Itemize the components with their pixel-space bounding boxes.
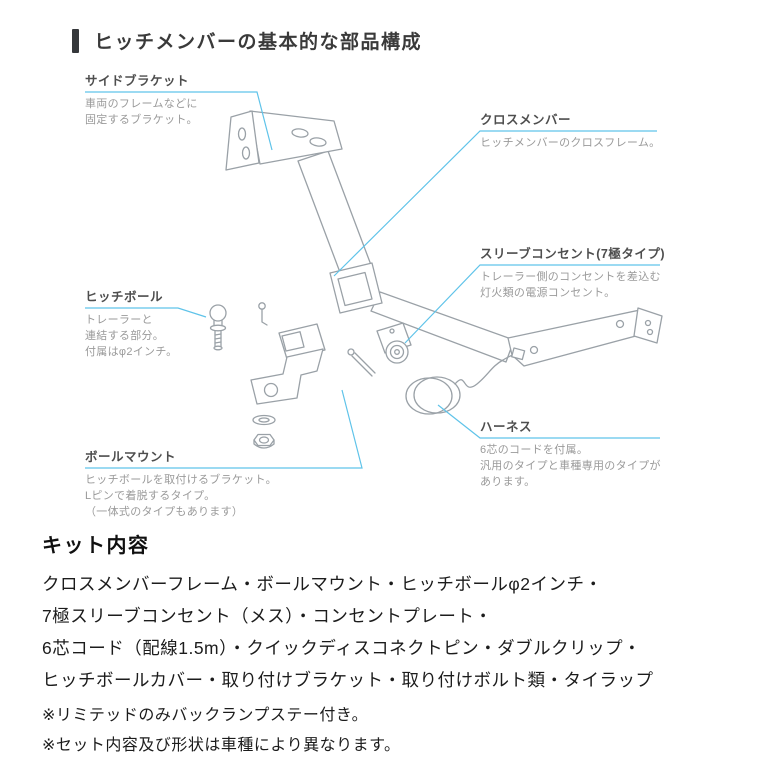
mount-bolt-part [347, 348, 376, 377]
label-cross-member: クロスメンバー ヒッチメンバーのクロスフレーム。 [480, 113, 700, 152]
label-harness-name: ハーネス [480, 420, 533, 434]
label-side-bracket-name: サイドブラケット [85, 74, 190, 88]
sleeve-outlet-part [376, 322, 412, 364]
label-hitch-ball-desc: トレーラーと [85, 314, 153, 326]
rear-bracket-part [507, 307, 663, 367]
label-ball-mount-name: ボールマウント [85, 450, 177, 464]
label-harness-desc: 汎用のタイプと車種専用のタイプが [480, 459, 661, 472]
footnotes: ※リミテッドのみバックランプステー付き。 ※セット内容及び形状は車種により異なり… [42, 701, 401, 760]
footnote: ※セット内容及び形状は車種により異なります。 [42, 736, 401, 754]
label-side-bracket: サイドブラケット 車両のフレームなどに 固定するブラケット。 [85, 74, 285, 129]
label-hitch-ball-desc: 連結する部分。 [85, 329, 165, 342]
label-cross-member-desc: ヒッチメンバーのクロスフレーム。 [480, 137, 661, 149]
label-ball-mount-desc: （一体式のタイプもあります） [85, 505, 244, 518]
title-accent-bar-icon [72, 28, 79, 53]
harness-part [405, 347, 526, 415]
label-sleeve-outlet-name: スリーブコンセント(7極タイプ) [480, 247, 666, 261]
nut-part [253, 433, 275, 449]
kit-contents-line: ヒッチボールカバー・取り付けブラケット・取り付けボルト類・タイラップ [42, 669, 654, 690]
label-hitch-ball-desc: 付属はφ2インチ。 [85, 345, 178, 358]
label-harness-desc: 6芯のコードを付属。 [480, 444, 589, 456]
quick-pin-part [258, 302, 268, 326]
label-sleeve-outlet-desc: トレーラー側のコンセントを差込む [480, 271, 661, 283]
page-title-row: ヒッチメンバーの基本的な部品構成 [72, 27, 422, 54]
kit-contents-section: キット内容 クロスメンバーフレーム・ボールマウント・ヒッチボールφ2インチ・ 7… [42, 529, 762, 696]
label-harness-desc: あります。 [480, 475, 536, 488]
label-ball-mount-desc: ヒッチボールを取付けるブラケット。 [85, 474, 277, 486]
label-sleeve-outlet: スリーブコンセント(7極タイプ) トレーラー側のコンセントを差込む 灯火類の電源… [480, 247, 700, 302]
kit-contents-line: 7極スリーブコンセント（メス）・コンセントプレート・ [42, 605, 493, 626]
label-side-bracket-desc: 車両のフレームなどに [85, 98, 198, 110]
label-ball-mount-desc: Lピンで着脱するタイプ。 [85, 489, 216, 502]
kit-contents-line: 6芯コード（配線1.5m）・クイックディスコネクトピン・ダブルクリップ・ [42, 637, 642, 658]
ball-mount-part [250, 323, 326, 405]
label-ball-mount: ボールマウント ヒッチボールを取付けるブラケット。 Lピンで着脱するタイプ。 （… [85, 450, 315, 521]
kit-contents-line: クロスメンバーフレーム・ボールマウント・ヒッチボールφ2インチ・ [42, 574, 603, 594]
label-harness: ハーネス 6芯のコードを付属。 汎用のタイプと車種専用のタイプが あります。 [480, 420, 700, 491]
label-hitch-ball-name: ヒッチボール [85, 290, 164, 304]
page-title: ヒッチメンバーの基本的な部品構成 [94, 32, 423, 53]
label-sleeve-outlet-desc: 灯火類の電源コンセント。 [480, 286, 616, 299]
label-hitch-ball: ヒッチボール トレーラーと 連結する部分。 付属はφ2インチ。 [85, 290, 225, 361]
label-side-bracket-desc: 固定するブラケット。 [85, 113, 198, 126]
footnote: ※リミテッドのみバックランプステー付き。 [42, 707, 369, 724]
kit-contents-heading: キット内容 [42, 535, 150, 557]
washer-part [252, 414, 276, 426]
label-cross-member-name: クロスメンバー [480, 113, 572, 127]
